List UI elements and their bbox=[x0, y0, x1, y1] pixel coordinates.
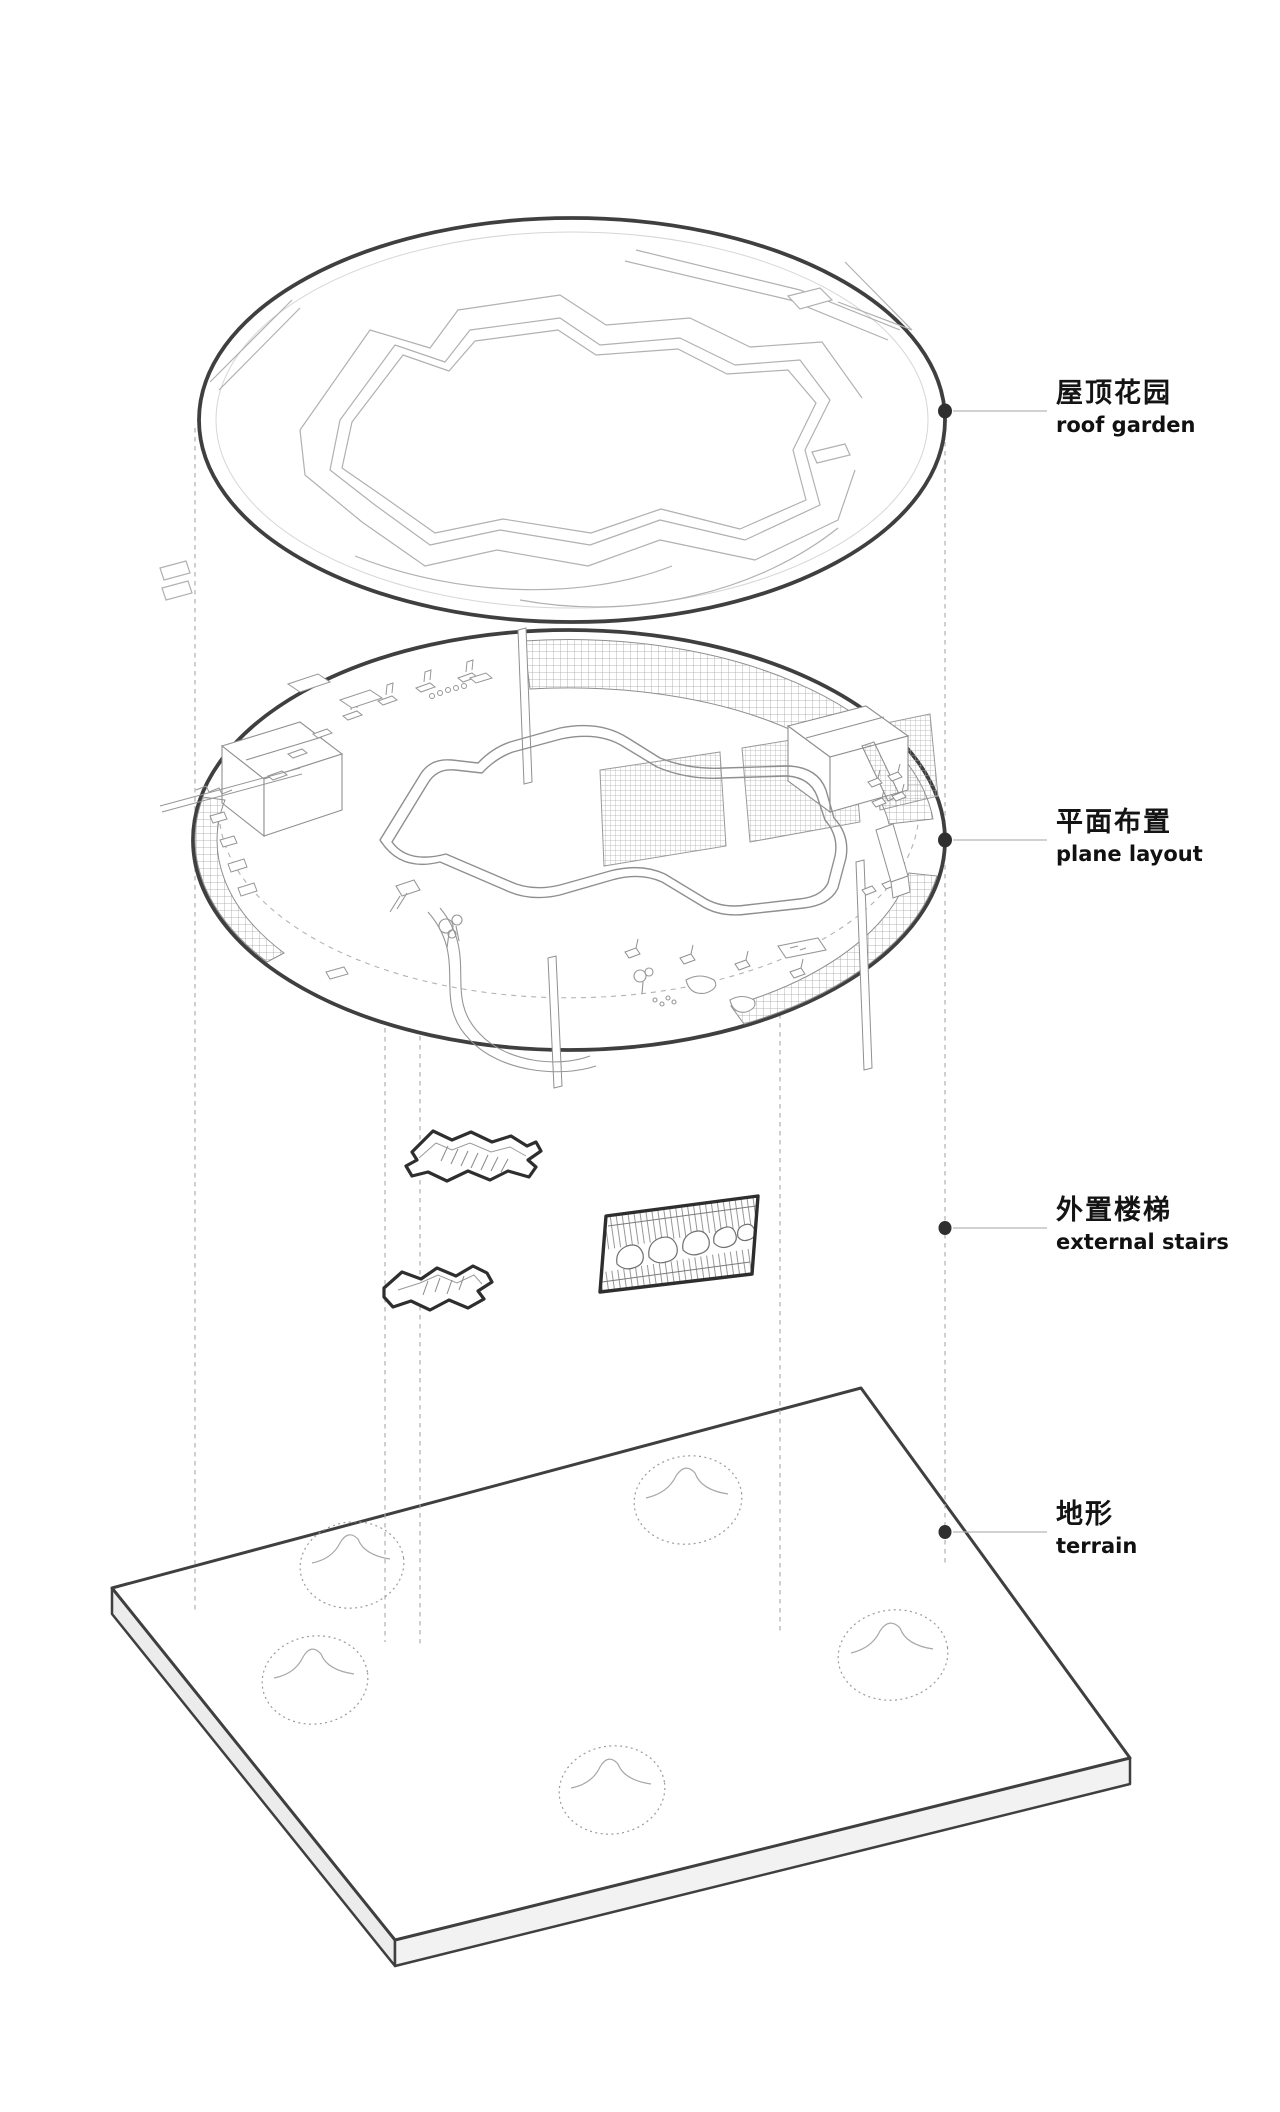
louver-facade-left bbox=[194, 796, 285, 963]
label-roof-garden-zh: 屋顶花园 bbox=[1056, 378, 1172, 409]
leader-dot-plane-layout bbox=[938, 832, 952, 848]
label-external-stairs: 外置楼梯 external stairs bbox=[1056, 1195, 1276, 1254]
mound bbox=[837, 1609, 949, 1701]
stair-panel bbox=[598, 1194, 760, 1294]
label-external-stairs-zh: 外置楼梯 bbox=[1056, 1195, 1172, 1226]
partition-wall-top bbox=[517, 627, 533, 785]
label-roof-garden-en: roof garden bbox=[1056, 413, 1196, 437]
terrain-mounds bbox=[261, 1455, 949, 1835]
stair-piece-lower bbox=[382, 1264, 494, 1312]
lounge-chairs bbox=[861, 763, 911, 899]
label-terrain-zh: 地形 bbox=[1056, 1499, 1114, 1530]
label-plane-layout-zh: 平面布置 bbox=[1056, 807, 1172, 838]
leader-dot-roof-garden bbox=[938, 403, 952, 419]
label-terrain: 地形 terrain bbox=[1056, 1499, 1276, 1558]
playground bbox=[389, 879, 827, 1073]
roof-rim-details bbox=[159, 249, 913, 608]
partition-wall-bottom-left bbox=[547, 955, 563, 1089]
projection-lines bbox=[194, 424, 946, 1648]
label-plane-layout-en: plane layout bbox=[1056, 842, 1203, 866]
plane-layout-layer bbox=[159, 627, 947, 1089]
partition-wall-bottom-right bbox=[855, 859, 873, 1071]
stair-piece-upper bbox=[404, 1129, 543, 1183]
leader-dot-terrain bbox=[938, 1525, 952, 1539]
label-terrain-en: terrain bbox=[1056, 1534, 1138, 1558]
terrain-slab-top bbox=[110, 1386, 1132, 1942]
leader-dot-external-stairs bbox=[938, 1221, 952, 1235]
roof-garden-layer bbox=[159, 216, 947, 624]
mound bbox=[633, 1455, 743, 1545]
auditorium-wall bbox=[523, 638, 934, 825]
external-stairs-layer bbox=[382, 1129, 760, 1312]
roof-garden-disc bbox=[197, 216, 947, 624]
mound bbox=[299, 1521, 405, 1609]
label-roof-garden: 屋顶花园 roof garden bbox=[1056, 378, 1276, 437]
roof-inner-rim bbox=[215, 231, 929, 609]
label-plane-layout: 平面布置 plane layout bbox=[1056, 807, 1276, 866]
left-interior-detail bbox=[159, 767, 349, 980]
terrain-layer bbox=[110, 1386, 1132, 1968]
label-external-stairs-en: external stairs bbox=[1056, 1230, 1229, 1254]
auditorium-chairs bbox=[624, 938, 806, 979]
panel-cutouts bbox=[616, 1223, 756, 1270]
annotations bbox=[938, 403, 1047, 1539]
roof-terrace-contours bbox=[299, 294, 863, 567]
library-furniture bbox=[266, 659, 494, 781]
courtyard-boundary bbox=[379, 724, 848, 916]
